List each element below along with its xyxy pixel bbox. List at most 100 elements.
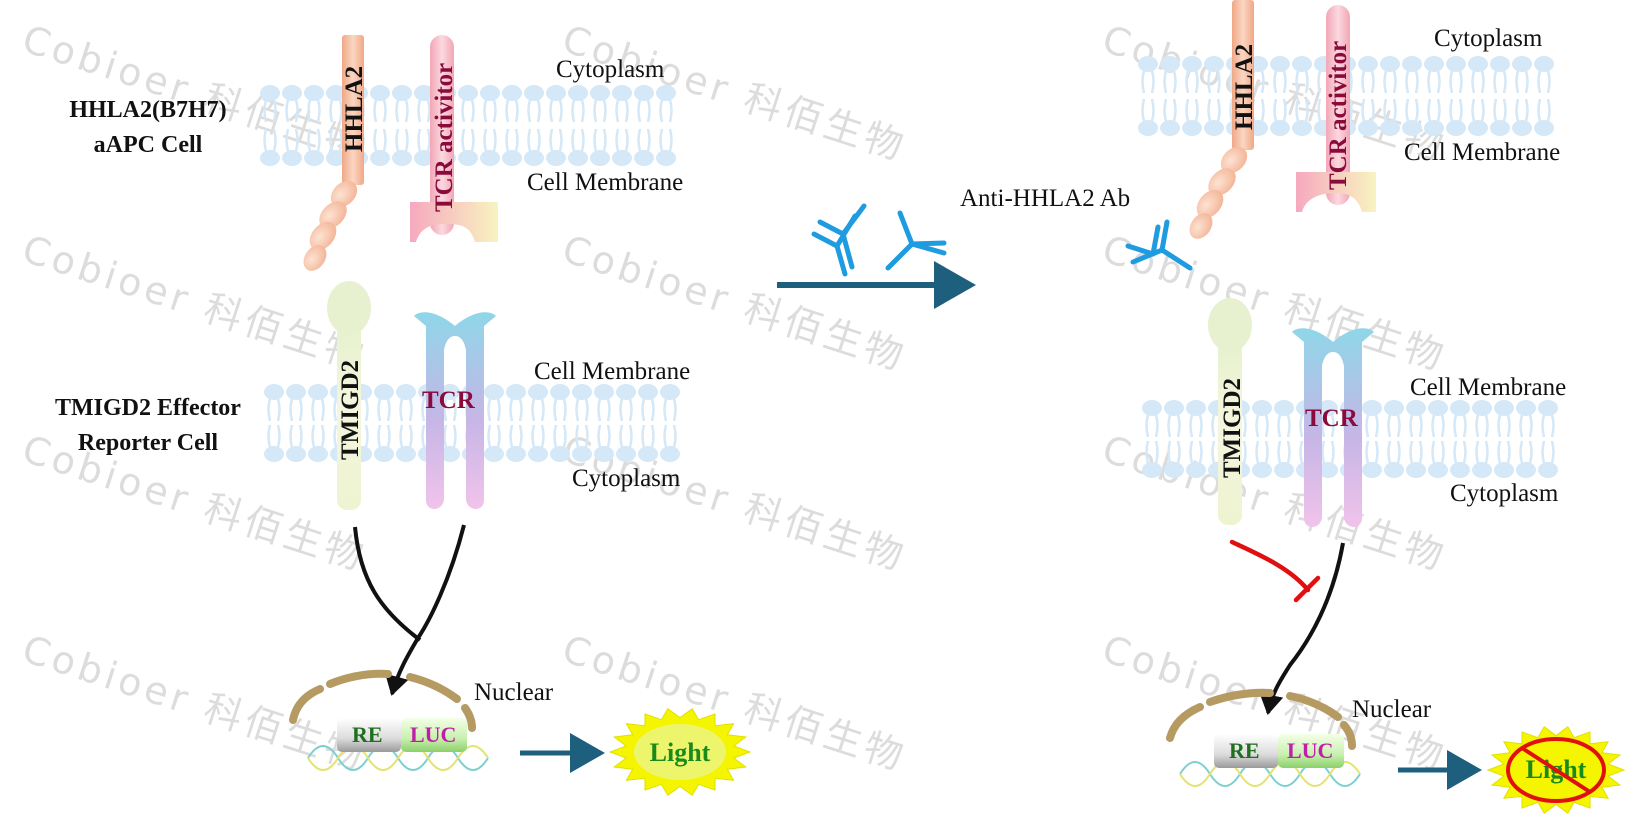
lipid-tail [408, 398, 413, 422]
lipid-tail [1440, 440, 1445, 464]
lipid-tail [289, 424, 294, 448]
luc-label: LUC [410, 722, 456, 747]
lipid-tail [615, 99, 620, 123]
lipid-tail [1431, 414, 1436, 438]
lipid-head [1164, 400, 1184, 416]
lipid-tail [1537, 70, 1542, 94]
lipid-head [1358, 56, 1378, 72]
lipid-tail [1519, 440, 1524, 464]
lipid-tail [443, 398, 448, 422]
lipid-head [440, 384, 460, 400]
lipid-tail [483, 128, 488, 152]
lipid-tail [267, 424, 272, 448]
light-burst: Light [608, 707, 752, 797]
lipid-head [1204, 56, 1224, 72]
watermark-text: Cobioer 科佰生物 [17, 627, 372, 780]
lipid-tail [1361, 70, 1366, 94]
tcr-receptor: TCR [414, 312, 496, 509]
apc-membrane-label: Cell Membrane [527, 169, 683, 196]
lipid-head [634, 85, 654, 101]
effector-membrane-label-right: Cell Membrane [1410, 374, 1566, 401]
lipid-head [568, 85, 588, 101]
lipid-head [1380, 120, 1400, 136]
lipid-tail [285, 128, 290, 152]
lipid-tail [1330, 414, 1335, 438]
lipid-tail [1260, 98, 1265, 122]
lipid-tail [1480, 70, 1485, 94]
lipid-head [1446, 120, 1466, 136]
hhla2-receptor: HHLA2 [303, 35, 368, 271]
lipid-tail [470, 128, 475, 152]
lipid-tail [1506, 440, 1511, 464]
lipid-tail [619, 398, 624, 422]
lipid-tail [395, 128, 400, 152]
watermark-text: Cobioer 科佰生物 [557, 227, 912, 380]
tmigd2-receptor: TMIGD2 [327, 281, 371, 510]
lipid-tail [1541, 414, 1546, 438]
lipid-tail [408, 424, 413, 448]
lipid-tail [1145, 440, 1150, 464]
lipid-tail [1321, 440, 1326, 464]
lipid-tail [1295, 98, 1300, 122]
lipid-tail [641, 398, 646, 422]
lipid-tail [1365, 440, 1370, 464]
lipid-tail [1282, 70, 1287, 94]
lipid-tail [628, 424, 633, 448]
lipid-tail [1167, 440, 1172, 464]
lipid-head [1450, 462, 1470, 478]
lipid-tail [1475, 414, 1480, 438]
lipid-tail [426, 99, 431, 123]
lipid-tail [1145, 414, 1150, 438]
lipid-head [396, 446, 416, 462]
lipid-tail [311, 424, 316, 448]
lipid-tail [1163, 70, 1168, 94]
lipid-head [286, 384, 306, 400]
lipid-tail [263, 128, 268, 152]
lipid-tail [316, 128, 321, 152]
lipid-tail [1273, 70, 1278, 94]
lipid-tail [624, 128, 629, 152]
lipid-tail [421, 424, 426, 448]
lipid-tail [1317, 98, 1322, 122]
lipid-tail [606, 398, 611, 422]
lipid-head [1468, 120, 1488, 136]
tmigd2-label-right: TMIGD2 [1219, 378, 1246, 478]
lipid-tail [492, 99, 497, 123]
lipid-tail [668, 99, 673, 123]
lipid-head [282, 150, 302, 166]
lipid-head [396, 384, 416, 400]
lipid-head [1494, 400, 1514, 416]
lipid-tail [1493, 70, 1498, 94]
lipid-tail [1260, 70, 1265, 94]
lipid-tail [1436, 98, 1441, 122]
lipid-head [484, 384, 504, 400]
lipid-tail [1365, 414, 1370, 438]
lipid-tail [386, 398, 391, 422]
apc-cytoplasm-label-right: Cytoplasm [1434, 25, 1543, 52]
lipid-head [286, 446, 306, 462]
nucleus-right: Nuclear RE LUC [1166, 688, 1432, 787]
lipid-tail [1277, 414, 1282, 438]
lipid-tail [619, 424, 624, 448]
lipid-tail [1453, 440, 1458, 464]
lipid-tail [1242, 414, 1247, 438]
lipid-tail [1229, 98, 1234, 122]
lipid-head [616, 384, 636, 400]
lipid-tail [549, 128, 554, 152]
lipid-tail [417, 99, 422, 123]
lipid-head [440, 446, 460, 462]
lipid-head [546, 85, 566, 101]
lipid-tail [549, 99, 554, 123]
lipid-tail [1409, 440, 1414, 464]
lipid-tail [597, 424, 602, 448]
lipid-tail [1497, 440, 1502, 464]
lipid-tail [1546, 70, 1551, 94]
lipid-head [506, 384, 526, 400]
lipid-tail [1299, 414, 1304, 438]
lipid-tail [628, 398, 633, 422]
lipid-tail [1198, 414, 1203, 438]
lipid-tail [1370, 98, 1375, 122]
lipid-head [638, 446, 658, 462]
lipid-tail [1497, 414, 1502, 438]
tcr-activator-label-right: TCR activitor [1325, 41, 1352, 190]
